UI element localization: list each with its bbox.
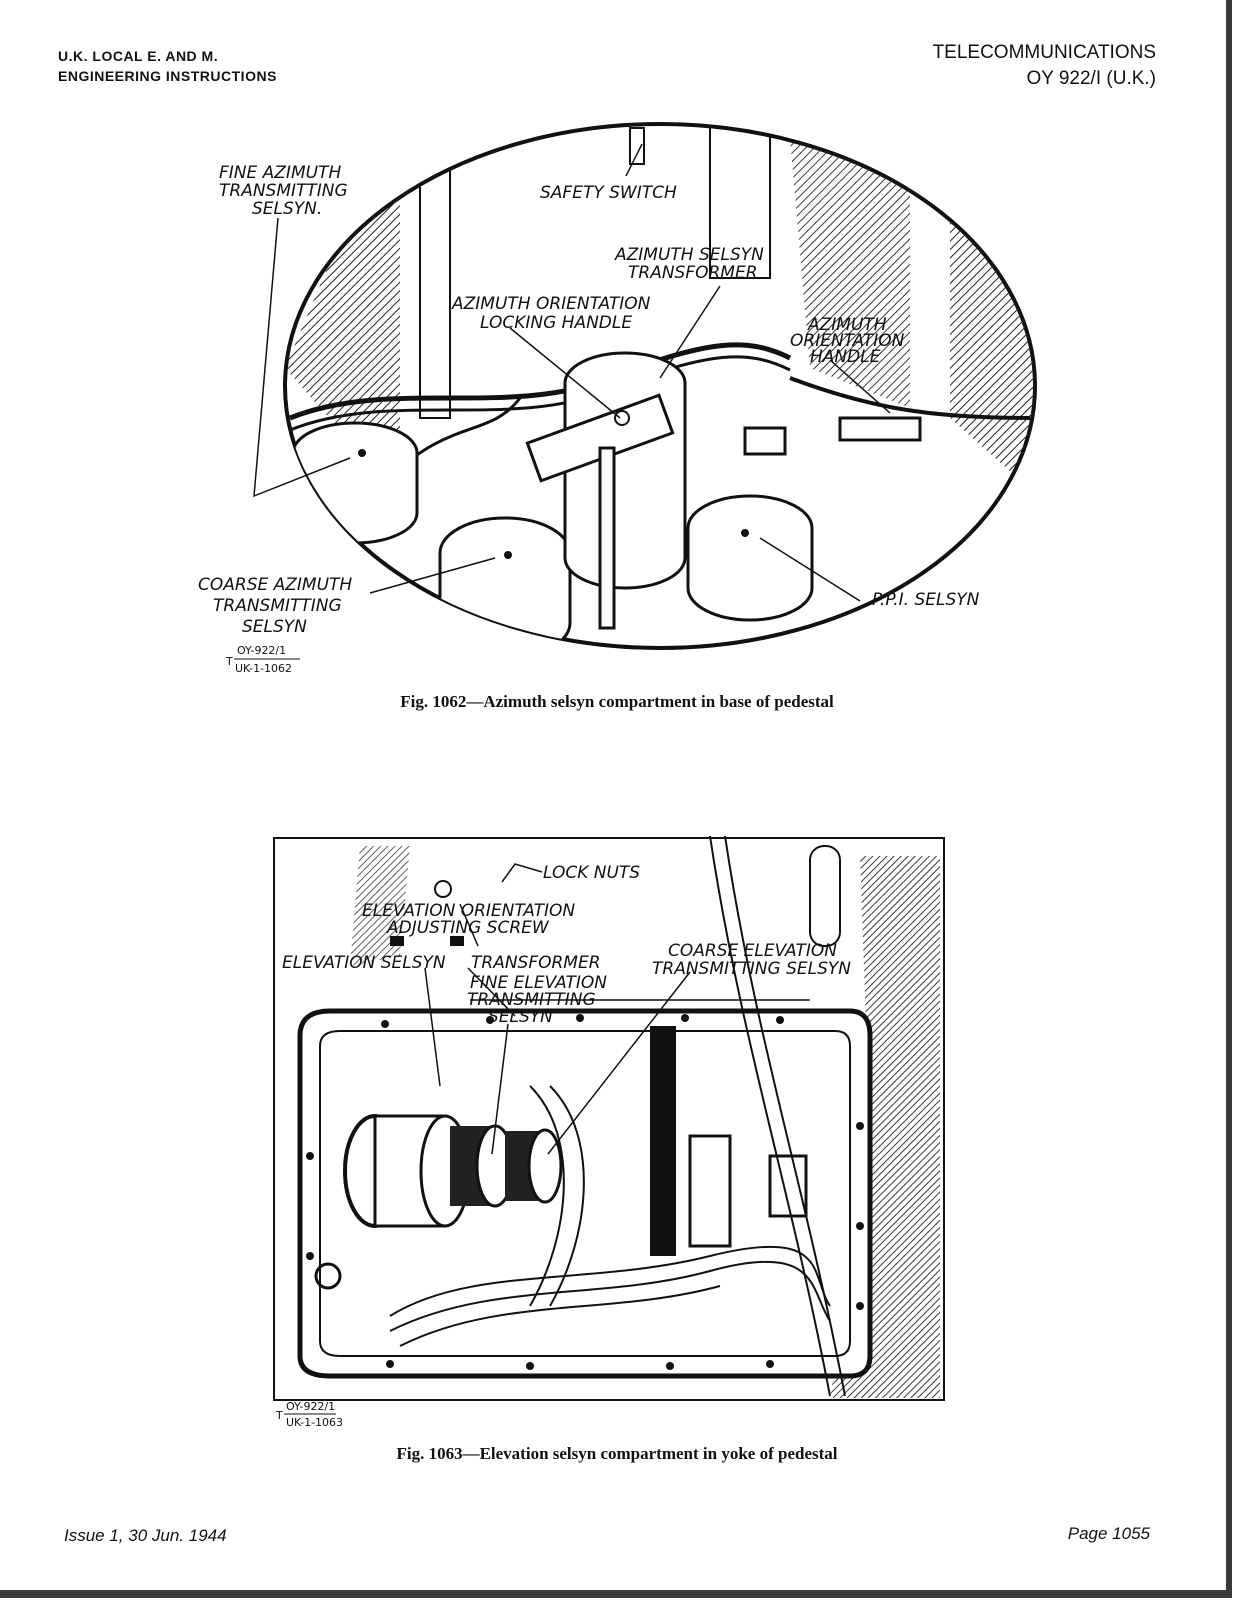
label-az-orient-lock-1: AZIMUTH ORIENTATION xyxy=(451,294,651,314)
ref-bottom: UK-1-1063 xyxy=(286,1416,343,1429)
ref-top: OY-922/1 xyxy=(286,1400,335,1413)
label-elevation-selsyn: ELEVATION SELSYN xyxy=(282,953,446,973)
label-az-selsyn-transformer-2: TRANSFORMER xyxy=(628,263,758,283)
label-elev-orient-2: ADJUSTING SCREW xyxy=(386,918,550,938)
figure-1062-leaders xyxy=(253,143,891,602)
label-lock-nuts: LOCK NUTS xyxy=(543,863,640,883)
figure-1062-labels: FINE AZIMUTH TRANSMITTING SELSYN. SAFETY… xyxy=(198,163,980,637)
label-az-orient-handle-3: HANDLE xyxy=(810,347,881,367)
label-fine-elevation-2: TRANSMITTING xyxy=(467,990,596,1010)
ref-prefix: T xyxy=(225,655,233,668)
ref-bottom: UK-1-1062 xyxy=(235,662,292,675)
label-elev-orient-1: ELEVATION ORIENTATION xyxy=(362,901,575,921)
label-az-orient-handle-2: ORIENTATION xyxy=(790,331,905,351)
footer-issue: Issue 1, 30 Jun. 1944 xyxy=(64,1526,227,1545)
label-transformer: TRANSFORMER xyxy=(471,953,601,973)
label-ppi-selsyn: P.P.I. SELSYN xyxy=(872,590,980,610)
header-left: U.K. LOCAL E. AND M. ENGINEERING INSTRUC… xyxy=(58,46,277,86)
figure-1063-labels: LOCK NUTS ELEVATION ORIENTATION ADJUSTIN… xyxy=(282,863,851,1027)
ref-prefix: T xyxy=(275,1409,283,1422)
label-fine-azimuth-1: FINE AZIMUTH xyxy=(219,163,341,183)
figure-1062-caption: Fig. 1062—Azimuth selsyn compartment in … xyxy=(400,692,834,711)
label-coarse-azimuth-1: COARSE AZIMUTH xyxy=(198,575,352,595)
label-safety-switch: SAFETY SWITCH xyxy=(540,183,677,203)
compartment-oval xyxy=(283,122,1037,650)
figure-1063-illustration: LOCK NUTS ELEVATION ORIENTATION ADJUSTIN… xyxy=(273,836,945,1429)
label-az-orient-handle-1: AZIMUTH xyxy=(807,315,887,335)
label-fine-azimuth-2: TRANSMITTING xyxy=(219,181,348,201)
header-right: TELECOMMUNICATIONS OY 922/I (U.K.) xyxy=(933,40,1156,92)
figure-1063-leaders xyxy=(424,863,810,1155)
label-fine-elevation-3: SELSYN xyxy=(488,1007,553,1027)
header-left-line2: ENGINEERING INSTRUCTIONS xyxy=(58,68,277,84)
label-az-orient-lock-2: LOCKING HANDLE xyxy=(480,313,632,333)
label-coarse-azimuth-3: SELSYN xyxy=(242,617,307,637)
label-az-selsyn-transformer-1: AZIMUTH SELSYN xyxy=(614,245,764,265)
footer-page-number: Page 1055 xyxy=(1067,1524,1150,1543)
header-right-line2: OY 922/I (U.K.) xyxy=(1026,68,1156,89)
ppi-selsyn-shape xyxy=(686,494,814,622)
ref-top: OY-922/1 xyxy=(237,644,286,657)
label-coarse-elevation-2: TRANSMITTING SELSYN xyxy=(652,959,851,979)
figure-1062-ref: T OY-922/1 UK-1-1062 xyxy=(225,644,300,675)
figure-1062-illustration: FINE AZIMUTH TRANSMITTING SELSYN. SAFETY… xyxy=(198,122,1037,675)
coarse-elevation-selsyn-shape xyxy=(505,1128,563,1204)
transformer-shape xyxy=(650,1026,808,1256)
label-fine-azimuth-3: SELSYN. xyxy=(252,199,322,219)
label-fine-elevation-1: FINE ELEVATION xyxy=(470,973,607,993)
fine-elevation-selsyn-shape xyxy=(450,1124,515,1208)
header-right-line1: TELECOMMUNICATIONS xyxy=(932,42,1156,63)
figure-1063-ref: T OY-922/1 UK-1-1063 xyxy=(275,1400,343,1429)
label-coarse-elevation-1: COARSE ELEVATION xyxy=(668,941,837,961)
label-coarse-azimuth-2: TRANSMITTING xyxy=(213,596,342,616)
figure-1063-caption: Fig. 1063—Elevation selsyn compartment i… xyxy=(396,1444,838,1463)
header-left-line1: U.K. LOCAL E. AND M. xyxy=(58,48,219,64)
